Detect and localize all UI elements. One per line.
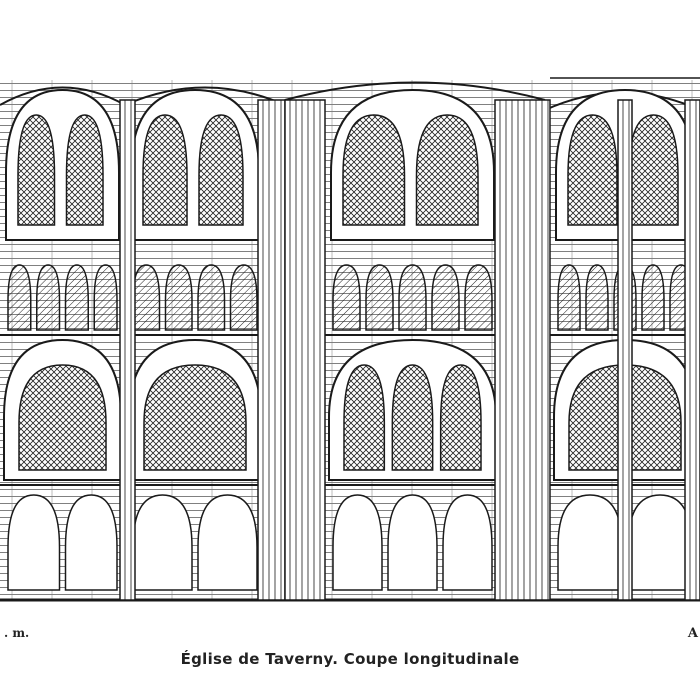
- blind-arcade-arch: [557, 494, 623, 591]
- window: [431, 264, 460, 331]
- vault-curve: [284, 81, 546, 101]
- window: [142, 114, 188, 226]
- window: [18, 364, 107, 471]
- blind-arcade-arch: [64, 494, 118, 591]
- window: [65, 114, 104, 226]
- pier: [684, 99, 700, 601]
- window: [398, 264, 427, 331]
- window: [143, 364, 247, 471]
- window: [439, 364, 482, 471]
- window: [198, 114, 244, 226]
- arches: [0, 88, 700, 591]
- window: [464, 264, 493, 331]
- blind-arcade-arch: [627, 494, 693, 591]
- pier: [119, 99, 136, 601]
- blind-arcade-arch: [387, 494, 438, 591]
- window: [567, 114, 618, 226]
- window: [164, 264, 193, 331]
- window: [641, 264, 665, 331]
- window: [342, 114, 406, 226]
- pier: [617, 99, 633, 601]
- blind-arcade-arch: [197, 494, 258, 591]
- pier: [257, 99, 286, 601]
- window: [415, 114, 479, 226]
- vault-curve: [0, 86, 126, 106]
- window: [7, 264, 32, 331]
- window: [229, 264, 258, 331]
- pier: [284, 99, 326, 601]
- window: [585, 264, 609, 331]
- window: [343, 364, 386, 471]
- window: [93, 264, 118, 331]
- window: [391, 364, 434, 471]
- margin-mark-left: . m.: [4, 626, 30, 640]
- window: [64, 264, 89, 331]
- figure-caption: Église de Taverny. Coupe longitudinale: [180, 650, 520, 668]
- window: [628, 114, 679, 226]
- piers: [119, 99, 700, 601]
- window: [365, 264, 394, 331]
- margin-mark-right: A: [687, 626, 698, 641]
- window: [36, 264, 61, 331]
- window: [17, 114, 56, 226]
- window: [332, 264, 361, 331]
- pier: [494, 99, 551, 601]
- blind-arcade-arch: [332, 494, 383, 591]
- window: [197, 264, 226, 331]
- vault-curve: [124, 86, 286, 106]
- blind-arcade-arch: [132, 494, 193, 591]
- window: [557, 264, 581, 331]
- window: [132, 264, 161, 331]
- blind-arcade-arch: [442, 494, 493, 591]
- blind-arcade-arch: [7, 494, 61, 591]
